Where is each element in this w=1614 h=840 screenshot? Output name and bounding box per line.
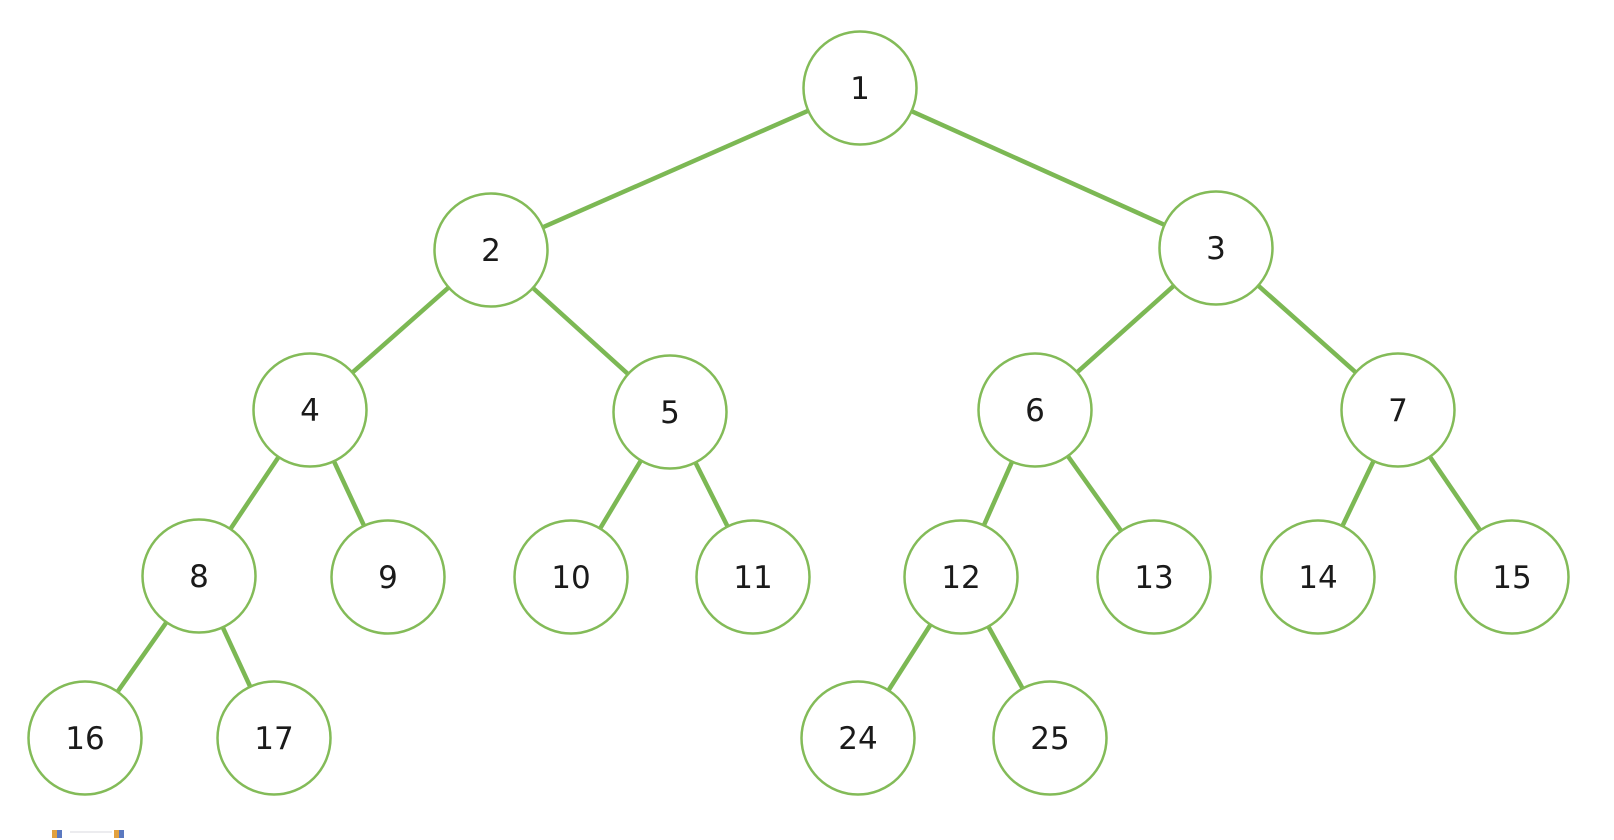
tree-edge-1-3: [859, 85, 1217, 251]
tree-node-14: 14: [1260, 519, 1376, 635]
tree-node-circle-6: [977, 352, 1093, 468]
tree-node-label-16: 16: [65, 721, 104, 757]
tree-node-10: 10: [513, 519, 629, 635]
tree-node-label-15: 15: [1492, 560, 1531, 596]
tree-node-circle-2: [433, 192, 549, 308]
tree-node-circle-24: [800, 680, 916, 796]
tree-node-16: 16: [27, 680, 143, 796]
tree-node-9: 9: [330, 519, 446, 635]
tree-node-3: 3: [1158, 190, 1274, 306]
tree-node-6: 6: [977, 352, 1093, 468]
tree-node-circle-14: [1260, 519, 1376, 635]
tree-node-circle-16: [27, 680, 143, 796]
tree-node-label-13: 13: [1134, 560, 1173, 596]
tree-edge-1-2: [490, 85, 861, 253]
tree-node-8: 8: [141, 518, 257, 634]
tree-node-11: 11: [695, 519, 811, 635]
tree-node-circle-8: [141, 518, 257, 634]
tree-node-7: 7: [1340, 352, 1456, 468]
tree-node-circle-15: [1454, 519, 1570, 635]
tree-node-label-6: 6: [1025, 393, 1045, 429]
tree-node-label-11: 11: [733, 560, 772, 596]
tree-node-circle-4: [252, 352, 368, 468]
tree-node-24: 24: [800, 680, 916, 796]
tree-node-label-17: 17: [254, 721, 293, 757]
tree-node-4: 4: [252, 352, 368, 468]
tree-node-label-7: 7: [1388, 393, 1408, 429]
tree-node-circle-17: [216, 680, 332, 796]
tree-node-label-9: 9: [378, 560, 398, 596]
tree-node-circle-9: [330, 519, 446, 635]
tree-node-circle-11: [695, 519, 811, 635]
tree-node-circle-5: [612, 354, 728, 470]
tree-node-25: 25: [992, 680, 1108, 796]
tree-node-17: 17: [216, 680, 332, 796]
tree-node-label-3: 3: [1206, 231, 1226, 267]
tree-node-label-24: 24: [838, 721, 877, 757]
tree-node-circle-13: [1096, 519, 1212, 635]
tree-node-13: 13: [1096, 519, 1212, 635]
tree-node-5: 5: [612, 354, 728, 470]
tree-node-label-8: 8: [189, 559, 209, 595]
tree-node-label-14: 14: [1298, 560, 1337, 596]
tree-node-2: 2: [433, 192, 549, 308]
tree-node-15: 15: [1454, 519, 1570, 635]
tree-node-label-1: 1: [850, 71, 870, 107]
tree-node-label-10: 10: [551, 560, 590, 596]
tree-node-circle-10: [513, 519, 629, 635]
tree-node-circle-3: [1158, 190, 1274, 306]
tree-node-1: 1: [802, 30, 918, 146]
tree-node-label-2: 2: [481, 233, 501, 269]
tree-node-label-5: 5: [660, 395, 680, 431]
tree-node-label-25: 25: [1030, 721, 1069, 757]
tree-node-label-12: 12: [941, 560, 980, 596]
tree-node-circle-12: [903, 519, 1019, 635]
tree-node-circle-7: [1340, 352, 1456, 468]
tree-node-circle-1: [802, 30, 918, 146]
tree-node-12: 12: [903, 519, 1019, 635]
tree-node-circle-25: [992, 680, 1108, 796]
tree-node-label-4: 4: [300, 393, 320, 429]
